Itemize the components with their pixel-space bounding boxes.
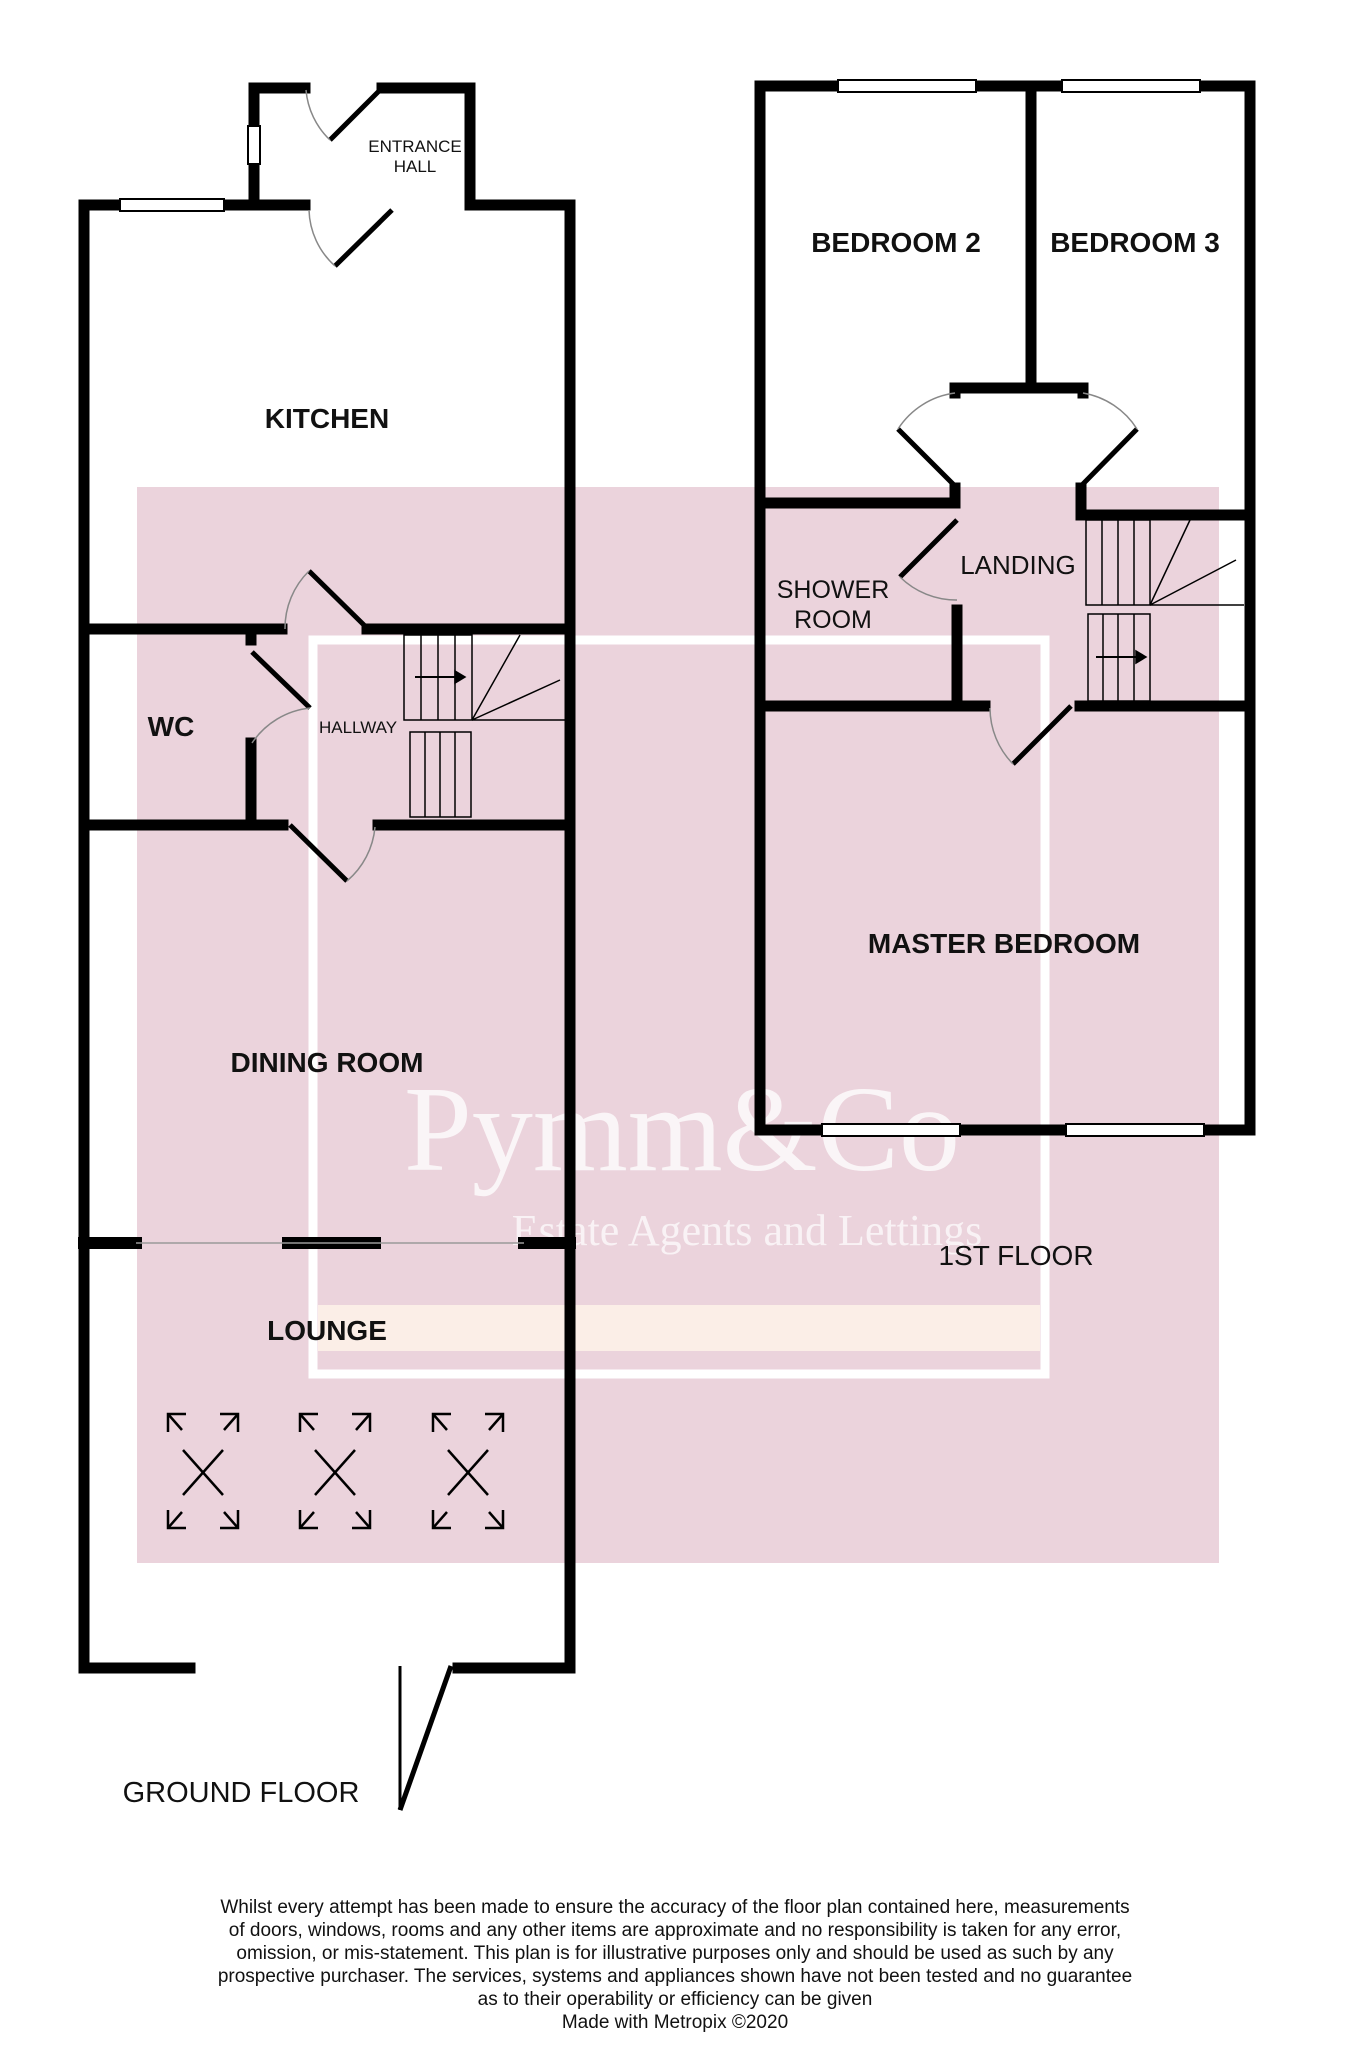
hallway-label: HALLWAY [319,718,397,737]
disclaimer-line: omission, or mis-statement. This plan is… [236,1943,1114,1964]
bedroom2-door [896,427,957,488]
stairs-arrowhead [454,669,467,685]
stairs-winder [471,634,565,721]
entrance-hall-walls [248,82,476,211]
watermark-band [318,1305,1040,1351]
stairs-arrowhead [1135,649,1148,665]
entrance-hall-label: ENTRANCE [368,137,462,156]
skylight [166,1412,240,1530]
kitchen-door [333,208,394,268]
credit-line: Made with Metropix ©2020 [561,2012,789,2033]
shower-room-label: SHOWER [777,576,890,604]
first-floor-details [821,79,1244,1137]
entrance-door-swing [305,89,331,141]
shower-door [898,518,959,579]
disclaimer-line: Whilst every attempt has been made to en… [220,1897,1130,1918]
stairs-winder [1149,519,1244,606]
master-window-left [821,1123,961,1137]
entrance-hall-label: HALL [394,157,437,176]
disclaimer-line: prospective purchaser. The services, sys… [217,1966,1133,1987]
kitchen-label: KITCHEN [265,403,389,434]
master-bedroom-label: MASTER BEDROOM [868,928,1140,959]
ground-floor [78,82,576,1674]
master-window-right [1065,1123,1205,1137]
shower-door-swing [899,576,958,601]
bedroom3-door [1079,427,1139,488]
first-floor-label: 1ST FLOOR [938,1240,1093,1271]
watermark-tagline: Estate Agents and Lettings [512,1206,982,1255]
disclaimer-line: as to their operability or efficiency ca… [477,1989,873,2010]
dining-door-swing [346,826,376,882]
kitchen-door-swing [308,209,336,267]
kitchen-window [119,198,225,212]
wc-door-swing [251,707,311,744]
bedroom2-window [837,79,977,93]
disclaimer: Whilst every attempt has been made to en… [215,1896,1135,2034]
watermark-frame [308,635,1050,1379]
dining-room-label: DINING ROOM [231,1047,424,1078]
master-door-swing [989,707,1014,765]
entrance-door [328,83,387,142]
disclaimer-line: of doors, windows, rooms and any other i… [228,1920,1122,1941]
lounge-skylights [166,1412,505,1530]
ground-floor-details [119,83,565,1811]
bedroom-2-label: BEDROOM 2 [811,227,981,258]
wc-label: WC [148,711,195,742]
stairs-lower-flight [1087,613,1151,702]
hallway-door [307,569,369,630]
landing-label: LANDING [960,550,1076,580]
shower-top-wall [759,482,961,509]
outer-right-wall [452,199,576,1674]
shower-room-label: ROOM [794,606,872,634]
master-door [1011,704,1073,766]
bedroom2-door-swing [897,392,956,430]
lounge-label: LOUNGE [267,1315,387,1346]
watermark: Pymm&Co Estate Agents and Lettings [137,487,1219,1563]
skylight [431,1412,505,1530]
landing-right-wall [1075,482,1256,521]
ground-floor-label: GROUND FLOOR [123,1777,360,1809]
bedroom3-door-swing [1082,392,1138,430]
wc-door [250,650,312,710]
outer-left-wall [78,199,196,1674]
landing-top-wall [949,382,1089,399]
entrance-window [247,125,261,165]
first-floor-stairs [1085,519,1244,702]
hallway-door-swing [284,570,310,630]
external-door [397,1665,454,1811]
ground-stairs [403,634,565,818]
skylight [298,1412,372,1530]
bedroom-3-label: BEDROOM 3 [1050,227,1220,258]
dining-door [288,823,349,883]
watermark-background [137,487,1219,1563]
bedroom3-window [1061,79,1201,93]
